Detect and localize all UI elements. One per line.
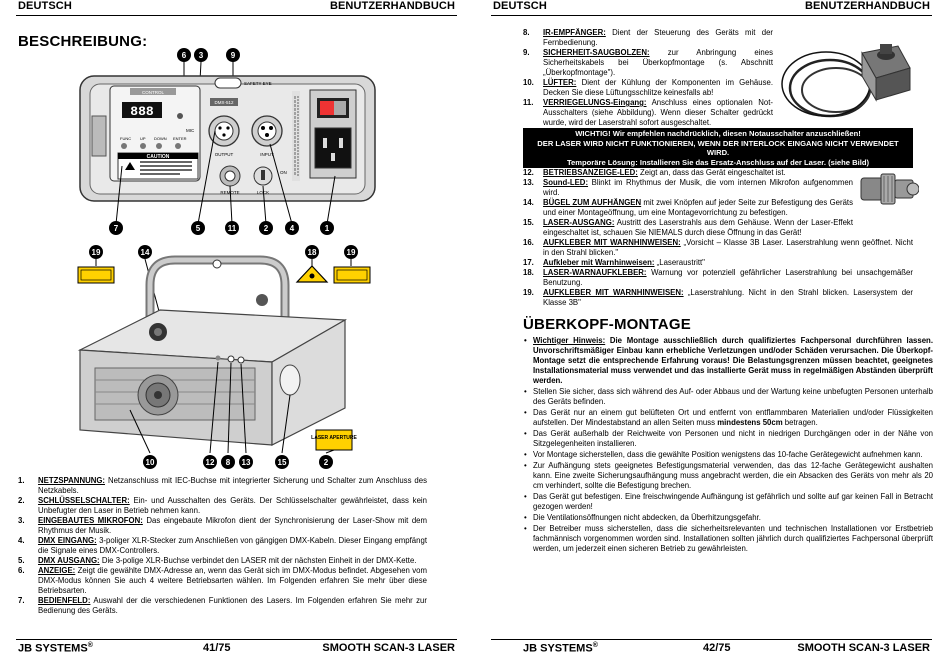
svg-text:19: 19 [92, 248, 101, 257]
svg-text:6: 6 [182, 51, 187, 60]
svg-text:4: 4 [290, 224, 295, 233]
right-page: DEUTSCH BENUTZERHANDBUCH 8.IR-EMPFÄNGER:… [475, 0, 950, 654]
svg-text:13: 13 [242, 458, 251, 467]
list-item: 5.DMX AUSGANG: Die 3-polige XLR-Buchse v… [18, 556, 417, 565]
list-item: Der Betreiber muss sicherstellen, dass d… [523, 524, 933, 554]
right-footer-model: SMOOTH SCAN-3 LASER [797, 642, 930, 654]
svg-text:ON: ON [280, 170, 287, 175]
right-description-list-top: 8.IR-EMPFÄNGER: Dient der Steuerung des … [523, 28, 773, 128]
section-title-ueberkopf-montage: ÜBERKOPF-MONTAGE [523, 316, 691, 333]
list-item: 9.SICHERHEIT-SAUGBOLZEN: zur Anbringung … [523, 48, 773, 77]
panel-callouts-top: 6 3 9 [177, 48, 240, 62]
svg-text:DMX-512: DMX-512 [214, 100, 234, 105]
svg-text:CONTROL: CONTROL [142, 90, 164, 95]
left-page: DEUTSCH BENUTZERHANDBUCH BESCHREIBUNG: 6… [16, 0, 457, 654]
svg-text:15: 15 [278, 458, 287, 467]
svg-text:FUNC: FUNC [120, 136, 131, 141]
list-item: Das Gerät nur an einem gut belüfteten Or… [523, 408, 933, 428]
list-item: Vor Montage sicherstellen, dass die gewä… [523, 450, 933, 460]
list-item: 15.LASER-AUSGANG: Austritt des Laserstra… [523, 218, 853, 237]
left-description-list: 1.NETZSPANNUNG: Netzanschluss mit IEC-Bu… [18, 476, 427, 616]
right-header-rule [491, 15, 932, 16]
left-footer-model: SMOOTH SCAN-3 LASER [322, 642, 455, 654]
list-item: 10.LÜFTER: Dient der Kühlung der Kompone… [523, 78, 773, 97]
svg-text:CAUTION: CAUTION [147, 154, 170, 160]
svg-text:8: 8 [226, 458, 231, 467]
svg-text:SAFETY EYE: SAFETY EYE [244, 81, 272, 86]
list-item: Das Gerät außerhalb der Reichweite von P… [523, 429, 933, 449]
svg-text:2: 2 [324, 458, 329, 467]
left-header-language: DEUTSCH [18, 0, 72, 12]
svg-text:3: 3 [199, 51, 204, 60]
right-header-language: DEUTSCH [493, 0, 547, 12]
emergency-switch-figure [780, 28, 915, 128]
right-header-title: BENUTZERHANDBUCH [804, 0, 930, 12]
svg-text:888: 888 [130, 104, 154, 119]
list-item: 1.NETZSPANNUNG: Netzanschluss mit IEC-Bu… [18, 476, 427, 495]
svg-text:14: 14 [141, 248, 150, 257]
fixture-figure: 19 14 18 19 [50, 240, 380, 472]
svg-text:2: 2 [264, 224, 269, 233]
right-footer-brand: JB SYSTEMS® [523, 642, 598, 654]
list-item: 13.Sound-LED: Blinkt im Rhythmus der Mus… [523, 178, 853, 197]
right-description-list-bottom: 12.BETRIEBSANZEIGE-LED: Zeigt an, dass d… [523, 168, 913, 308]
list-item: 11.VERRIEGELUNGS-Eingang: Anschluss eine… [523, 98, 773, 127]
list-item: 4.DMX EINGANG: 3-poliger XLR-Stecker zum… [18, 536, 427, 555]
left-footer-page: 41/75 [203, 642, 231, 654]
list-item: 6.ANZEIGE: Zeigt die gewählte DMX-Adress… [18, 566, 427, 595]
panel-callouts-bottom: 7 5 11 2 4 1 [109, 221, 334, 235]
svg-text:1: 1 [325, 224, 330, 233]
svg-text:MIC: MIC [186, 128, 195, 133]
list-item: 17.Aufkleber mit Warnhinweisen: „Laserau… [523, 258, 705, 267]
svg-text:9: 9 [231, 51, 236, 60]
section-title-beschreibung: BESCHREIBUNG: [18, 33, 148, 50]
svg-text:11: 11 [228, 224, 237, 233]
mounting-bullet-list: Wichtiger Hinweis: Die Montage ausschlie… [523, 336, 933, 555]
svg-text:DOWN: DOWN [154, 136, 167, 141]
left-footer-rule [16, 639, 457, 640]
svg-text:7: 7 [114, 224, 119, 233]
list-item: Zur Aufhängung stets geeignetes Befestig… [523, 461, 933, 491]
list-item: Das Gerät gut befestigen. Eine freischwi… [523, 492, 933, 512]
list-item: 19.AUFKLEBER MIT WARNHINWEISEN: „Laserst… [523, 288, 913, 307]
svg-text:12: 12 [206, 458, 215, 467]
svg-text:LOCK: LOCK [257, 190, 269, 195]
list-item: 8.IR-EMPFÄNGER: Dient der Steuerung des … [523, 28, 773, 47]
list-item: 12.BETRIEBSANZEIGE-LED: Zeigt an, dass d… [523, 168, 786, 177]
interlock-warning-box: WICHTIG! Wir empfehlen nachdrücklich, di… [523, 128, 913, 168]
list-item: 3.EINGEBAUTES MIKROFON: Das eingebaute M… [18, 516, 427, 535]
right-footer-page: 42/75 [703, 642, 731, 654]
svg-text:UP: UP [140, 136, 146, 141]
list-item: 14.BÜGEL ZUM AUFHÄNGEN mit zwei Knöpfen … [523, 198, 853, 217]
list-item: Wichtiger Hinweis: Die Montage ausschlie… [523, 336, 933, 386]
interlock-connector-figure [857, 162, 919, 218]
list-item: 2.SCHLÜSSELSCHALTER: Ein- und Ausschalte… [18, 496, 427, 515]
list-item: Die Ventilationsöffnungen nicht abdecken… [523, 513, 933, 523]
svg-text:ENTER: ENTER [173, 136, 187, 141]
svg-text:LASER APERTURE: LASER APERTURE [311, 435, 357, 441]
list-item: Stellen Sie sicher, dass sich während de… [523, 387, 933, 407]
left-header-title: BENUTZERHANDBUCH [329, 0, 455, 12]
rear-panel-figure: 6 3 9 CONTROL 888 MIC FUNC UP DOWN ENTER [70, 46, 400, 236]
right-footer-rule [491, 639, 932, 640]
left-header-rule [16, 15, 457, 16]
svg-text:18: 18 [308, 248, 317, 257]
svg-text:INPUT: INPUT [260, 152, 274, 157]
list-item: 16.AUFKLEBER MIT WARNHINWEISEN: „Vorsich… [523, 238, 913, 257]
svg-text:19: 19 [347, 248, 356, 257]
left-footer-brand: JB SYSTEMS® [18, 642, 93, 654]
svg-text:5: 5 [196, 224, 201, 233]
list-item: 7.BEDIENFELD: Auswahl der die verschiede… [18, 596, 427, 615]
list-item: 18.LASER-WARNAUFKLEBER: Warnung vor pote… [523, 268, 913, 287]
svg-text:OUTPUT: OUTPUT [215, 152, 234, 157]
svg-text:10: 10 [146, 458, 155, 467]
